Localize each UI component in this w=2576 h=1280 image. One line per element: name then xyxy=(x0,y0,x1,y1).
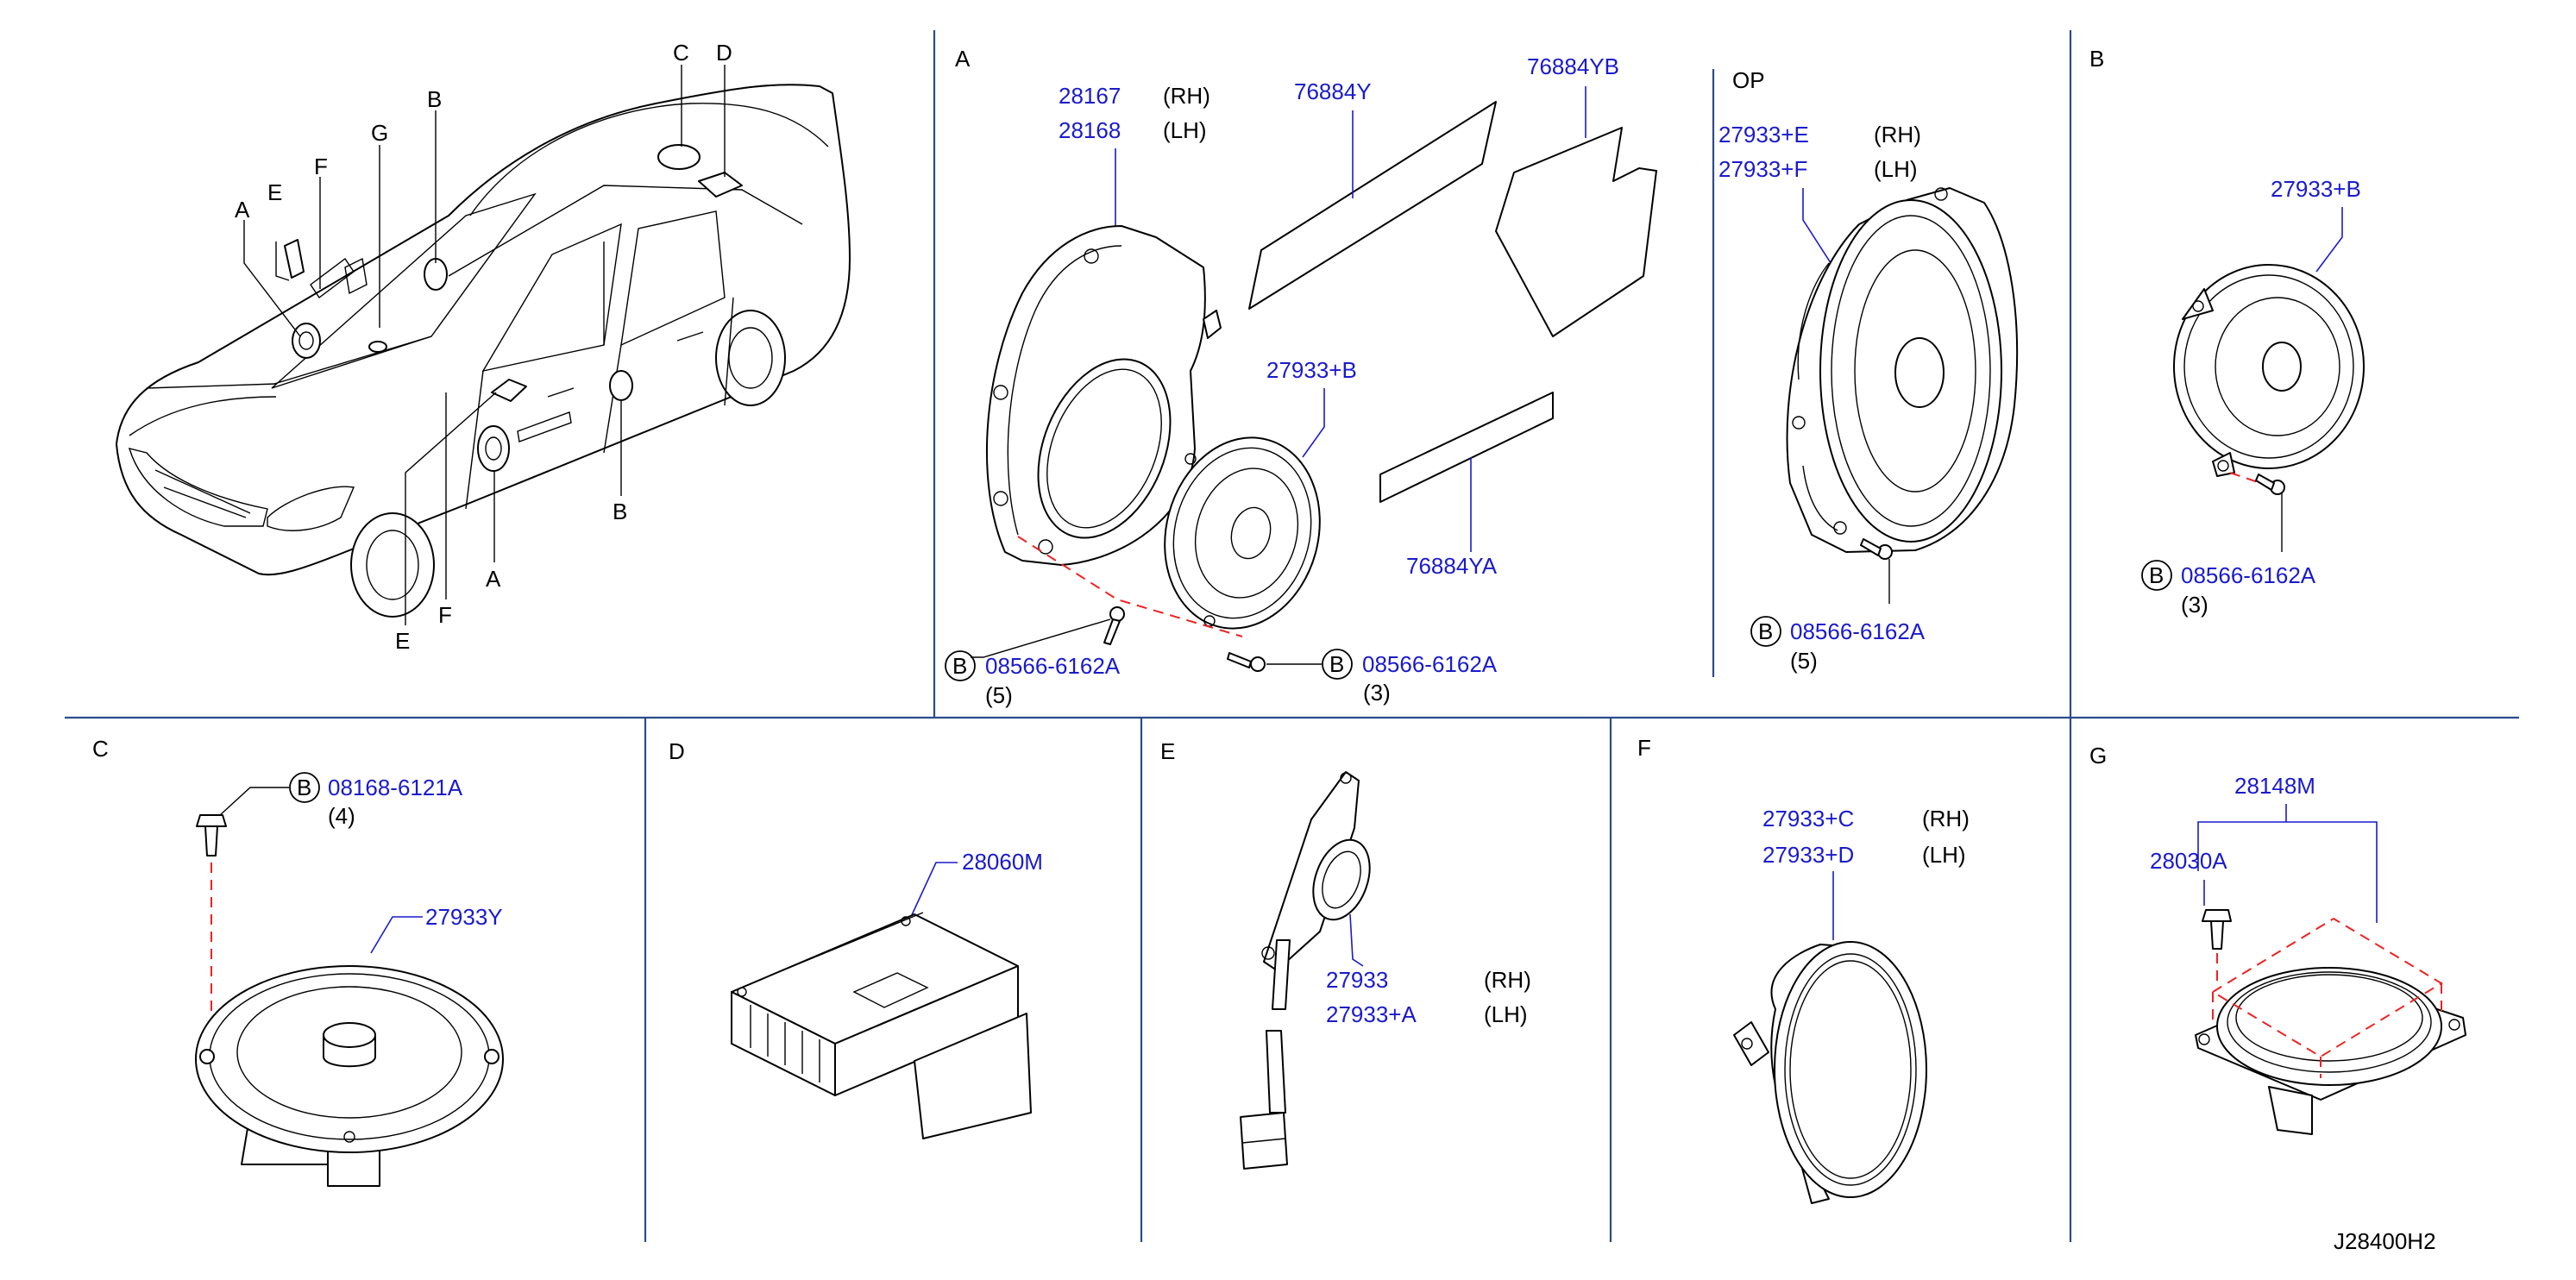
screw-a2-drawing xyxy=(1227,652,1266,672)
section-b: B 27933+B B 08566-6162A (3) xyxy=(2089,46,2365,618)
speaker-b-screw-drawing xyxy=(2255,474,2285,495)
screw-a1-marker-circle xyxy=(945,650,976,681)
tweeter-f-drawing xyxy=(1733,941,1927,1204)
tweeter-e-drawing xyxy=(1240,771,1371,1170)
section-op-title: OP xyxy=(1732,67,1765,93)
car-callout-lines xyxy=(243,65,726,625)
pad-76884yb-part-number: 76884YB xyxy=(1527,53,1619,79)
section-dividers xyxy=(65,30,2519,1242)
tweeter-e-lh-part-number: 27933+A xyxy=(1326,1001,1417,1027)
callout-e-bottom: E xyxy=(395,628,410,654)
section-c-title: C xyxy=(92,736,109,762)
screw-a2-marker: B xyxy=(1329,651,1344,677)
section-e-title: E xyxy=(1160,738,1175,764)
amplifier-drawing xyxy=(731,912,1032,1139)
section-b-title: B xyxy=(2089,46,2104,72)
op-lh-label: (LH) xyxy=(1874,156,1918,182)
section-e: E 27933 (RH) 27933+A (LH) xyxy=(1160,738,1531,1170)
section-g-title: G xyxy=(2089,743,2107,769)
diagram-code: J28400H2 xyxy=(2334,1228,2436,1254)
callout-a-top: A xyxy=(235,197,250,223)
pad-76884y-part-number: 76884Y xyxy=(1294,78,1372,104)
section-c-speaker-part-number: 27933Y xyxy=(425,904,503,930)
speaker-bracket-drawing xyxy=(985,225,1222,566)
section-c-screw-quantity: (4) xyxy=(328,803,355,829)
op-screw-quantity: (5) xyxy=(1790,648,1818,674)
g-assembly-part-number: 28148M xyxy=(2234,773,2315,799)
section-a: A 28167 (RH) 28168 (LH) 27933+B xyxy=(945,46,1657,708)
callout-b-side: B xyxy=(613,499,627,524)
screw-a1-marker: B xyxy=(952,653,967,679)
g-bolt-part-number: 28030A xyxy=(2150,848,2227,874)
section-g: G 28148M 28030A xyxy=(2089,743,2466,1135)
section-f: F 27933+C (RH) 27933+D (LH) xyxy=(1637,735,1970,1204)
callout-f-bottom: F xyxy=(438,602,452,628)
speaker-b-drawing xyxy=(2173,264,2365,477)
pad-76884ya-part-number: 76884YA xyxy=(1406,553,1498,579)
speaker-a-part-number: 27933+B xyxy=(1266,357,1357,383)
tweeter-f-rh-label: (RH) xyxy=(1922,806,1970,831)
section-f-title: F xyxy=(1637,735,1651,761)
section-c-screw-marker-circle xyxy=(289,772,320,803)
bracket-rh-part-number: 28167 xyxy=(1059,83,1121,109)
callout-e-top: E xyxy=(267,179,282,205)
callout-a-bottom: A xyxy=(486,566,501,592)
section-c-screw-marker: B xyxy=(297,775,311,800)
speaker-a-drawing xyxy=(1164,436,1321,630)
bracket-rh-label: (RH) xyxy=(1163,83,1210,109)
screw-a2-marker-circle xyxy=(1322,649,1353,680)
section-c-screw-drawing xyxy=(196,814,227,856)
section-a-title: A xyxy=(955,46,971,72)
op-rh-part-number: 27933+E xyxy=(1718,122,1809,147)
callout-b-top: B xyxy=(427,86,442,112)
screw-a1-quantity: (5) xyxy=(985,682,1013,708)
speaker-b-screw-part-number: 08566-6162A xyxy=(2181,562,2316,588)
screw-a2-part-number: 08566-6162A xyxy=(1362,651,1498,677)
speaker-b-screw-quantity: (3) xyxy=(2181,592,2208,618)
callout-g-top: G xyxy=(371,120,388,146)
op-rh-label: (RH) xyxy=(1874,122,1921,147)
amplifier-part-number: 28060M xyxy=(962,849,1043,875)
tweeter-f-lh-label: (LH) xyxy=(1922,842,1966,868)
speaker-b-part-number: 27933+B xyxy=(2271,176,2361,202)
insulator-pad-76884yb-drawing xyxy=(1495,127,1657,337)
callout-d-top: D xyxy=(716,40,732,66)
g-bolt-drawing xyxy=(2202,909,2232,950)
car-overview-illustration xyxy=(116,84,851,618)
tweeter-e-rh-label: (RH) xyxy=(1484,967,1531,993)
g-speaker-drawing xyxy=(2195,967,2466,1135)
op-screw-drawing xyxy=(1860,538,1893,560)
screw-a1-drawing xyxy=(1103,606,1125,645)
speaker-b-screw-marker-circle xyxy=(2141,560,2172,591)
section-c-speaker-drawing xyxy=(195,965,504,1187)
callout-f-top: F xyxy=(314,154,328,179)
insulator-pad-76884y-drawing xyxy=(1248,101,1497,310)
section-c: C B 08168-6121A (4) 27933Y xyxy=(92,736,504,1187)
callout-c-top: C xyxy=(673,40,689,66)
op-screw-marker: B xyxy=(1758,618,1773,644)
tweeter-f-lh-part-number: 27933+D xyxy=(1762,842,1854,868)
section-d: D 28060M xyxy=(669,738,1043,1139)
screw-a1-part-number: 08566-6162A xyxy=(985,653,1121,679)
op-lh-part-number: 27933+F xyxy=(1718,156,1807,182)
speaker-b-screw-marker: B xyxy=(2149,562,2164,588)
insulator-pad-76884ya-drawing xyxy=(1379,392,1554,503)
tweeter-f-rh-part-number: 27933+C xyxy=(1762,806,1854,831)
screw-a2-quantity: (3) xyxy=(1363,680,1391,706)
bracket-lh-part-number: 28168 xyxy=(1059,117,1121,143)
section-c-screw-part-number: 08168-6121A xyxy=(328,775,463,800)
tweeter-e-lh-label: (LH) xyxy=(1484,1001,1528,1027)
section-op: OP 27933+E (RH) 27933+F (LH) B 08566-616… xyxy=(1718,67,2019,674)
car-callout-labels: A E F G B C D B A F E xyxy=(235,40,732,654)
op-speaker-drawing xyxy=(1786,187,2019,553)
bracket-lh-label: (LH) xyxy=(1163,117,1207,143)
op-screw-marker-circle xyxy=(1750,616,1781,647)
op-screw-part-number: 08566-6162A xyxy=(1790,618,1926,644)
section-d-title: D xyxy=(669,738,685,764)
tweeter-e-rh-part-number: 27933 xyxy=(1326,967,1388,993)
